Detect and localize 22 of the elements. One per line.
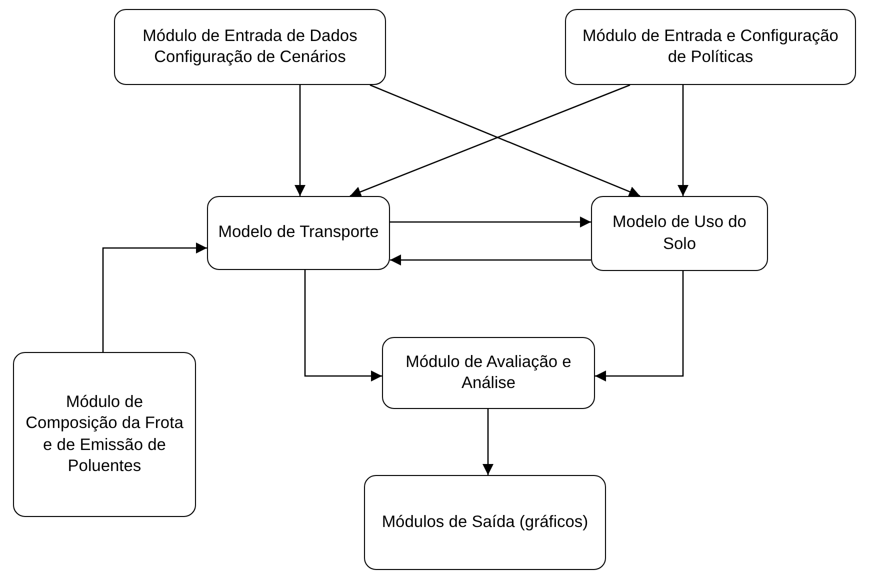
process-box	[565, 9, 856, 85]
process-box	[382, 337, 595, 409]
process-box	[114, 9, 386, 85]
arrow	[102, 242, 207, 352]
box-label: Módulo de Entrada de Dados Configuração de Cenários	[142, 26, 358, 68]
process-box	[591, 196, 768, 271]
box-label: Módulo de Avaliação e Análise	[404, 352, 572, 394]
box-label: Módulos de Saída (gráficos)	[382, 512, 588, 533]
arrow	[482, 409, 494, 475]
process-box	[13, 352, 196, 517]
box-label: Modelo de Transporte	[218, 222, 379, 244]
arrow	[294, 85, 306, 196]
box-label: Módulo de Entrada e Configuração de Políticas	[582, 26, 840, 68]
box-label: Modelo de Uso do Solo	[612, 212, 748, 254]
process-box	[364, 475, 606, 570]
process-box	[207, 196, 390, 270]
box-label: Módulo de Composição da Frota e de Emissão de Poluentes	[24, 392, 184, 477]
arrow	[678, 85, 688, 196]
arrow	[390, 216, 591, 228]
arrow	[304, 270, 382, 382]
arrow	[595, 271, 684, 382]
arrow	[390, 254, 591, 266]
